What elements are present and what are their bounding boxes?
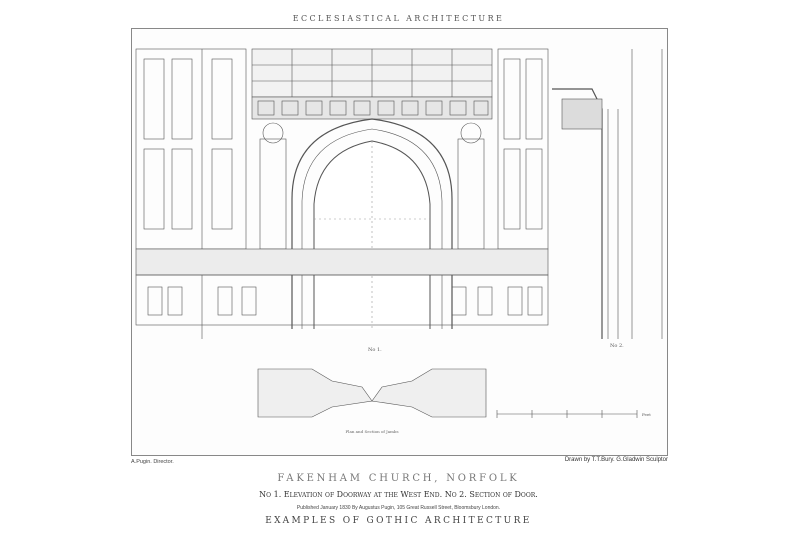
scale-bar xyxy=(496,410,638,418)
carved-frieze xyxy=(251,96,493,120)
drawn-by-credit: Drawn by T.T.Bury. G.Gladwin Sculptor xyxy=(564,457,668,463)
plate-title: FAKENHAM CHURCH, NORFOLK xyxy=(277,473,520,484)
plan-caption: Plan and Section of Jambs xyxy=(345,429,398,434)
series-heading: ECCLESIASTICAL ARCHITECTURE xyxy=(292,14,505,23)
left-wall-panels xyxy=(135,48,247,339)
director-credit: A.Pugin. Director. xyxy=(131,459,174,465)
series-footer: EXAMPLES OF GOTHIC ARCHITECTURE xyxy=(265,516,532,526)
plate-subtitle: No 1. Elevation of Doorway at the West E… xyxy=(259,490,538,499)
figure-2-label: No 2. xyxy=(610,343,624,349)
plinth-band xyxy=(135,248,549,326)
figure-1-label: No 1. xyxy=(368,347,382,353)
doorway-arch xyxy=(291,118,453,329)
door-section xyxy=(552,49,663,339)
scale-label: Feet xyxy=(642,412,651,417)
jamb-plan xyxy=(257,368,487,418)
doorway-engraving: No 1. No 2. Plan and Section of Jambs Fe… xyxy=(135,48,663,434)
right-wall-panels xyxy=(497,48,549,250)
publication-line: Published January 1830 By Augustus Pugin… xyxy=(296,505,501,511)
window-tracery xyxy=(251,48,493,98)
engraving-plate: No 1. No 2. Plan and Section of Jambs Fe… xyxy=(131,28,668,456)
